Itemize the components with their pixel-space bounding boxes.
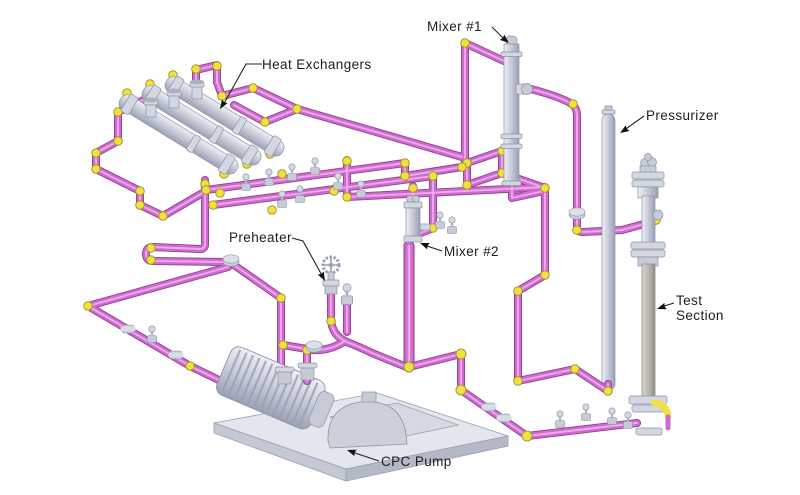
pipe-coupling-icon xyxy=(168,350,184,360)
label-heat-exchangers: Heat Exchangers xyxy=(262,57,372,72)
small-valve-icon xyxy=(447,216,457,234)
callout-leader-line xyxy=(221,63,262,108)
small-valve-icon xyxy=(340,283,354,306)
label-preheater: Preheater xyxy=(229,230,292,245)
callout-arrowhead-icon xyxy=(499,34,509,43)
callout-leader-line xyxy=(351,451,380,462)
callout-arrowhead-icon xyxy=(657,302,667,310)
small-valve-icon xyxy=(287,163,297,181)
small-valve-icon xyxy=(310,157,320,175)
small-valve-icon xyxy=(555,410,565,428)
callout-arrowhead-icon xyxy=(620,125,630,133)
mixer-1-vessel xyxy=(500,35,533,187)
he-nozzle xyxy=(143,97,159,118)
small-valve-icon xyxy=(581,403,591,421)
small-valve-icon xyxy=(147,325,157,343)
callout-leader-line xyxy=(291,237,325,280)
leader-lines xyxy=(220,26,675,462)
label-test-section-line2: Section xyxy=(676,308,724,324)
small-valve-icon xyxy=(333,172,343,190)
pipe-coupling-icon xyxy=(481,402,497,412)
small-valve-icon xyxy=(607,407,617,425)
callout-arrowhead-icon xyxy=(220,99,228,109)
label-test-section-line1: Test xyxy=(676,293,703,308)
cpc-pump-assembly xyxy=(212,346,510,482)
pipe-flange-icon xyxy=(568,207,586,220)
test-section-column xyxy=(630,153,666,401)
pump-inlet-flanges xyxy=(274,362,318,385)
pipe-flange-icon xyxy=(305,340,323,353)
pipe-coupling-icon xyxy=(120,324,136,334)
pump-motor xyxy=(216,346,335,430)
he-nozzle xyxy=(189,79,205,100)
heat-exchanger-bundle xyxy=(118,75,285,175)
label-mixer-1: Mixer #1 xyxy=(427,19,482,34)
label-mixer-2: Mixer #2 xyxy=(444,244,499,259)
label-test-section: Test Section xyxy=(676,293,724,323)
label-cpc-pump: CPC Pump xyxy=(381,454,452,469)
preheater-valve xyxy=(321,255,341,295)
callout-arrowhead-icon xyxy=(420,243,430,250)
pipe-flange-icon xyxy=(222,254,240,267)
callout-arrowhead-icon xyxy=(317,271,325,281)
mixer-2-vessel xyxy=(403,195,431,243)
pressurizer-vessel xyxy=(601,105,616,391)
label-pressurizer: Pressurizer xyxy=(646,108,719,123)
he-nozzle xyxy=(166,88,182,109)
pipe-coupling-icon xyxy=(496,413,512,423)
callout-arrowhead-icon xyxy=(347,449,357,457)
test-section-bottom-assembly xyxy=(628,395,672,436)
